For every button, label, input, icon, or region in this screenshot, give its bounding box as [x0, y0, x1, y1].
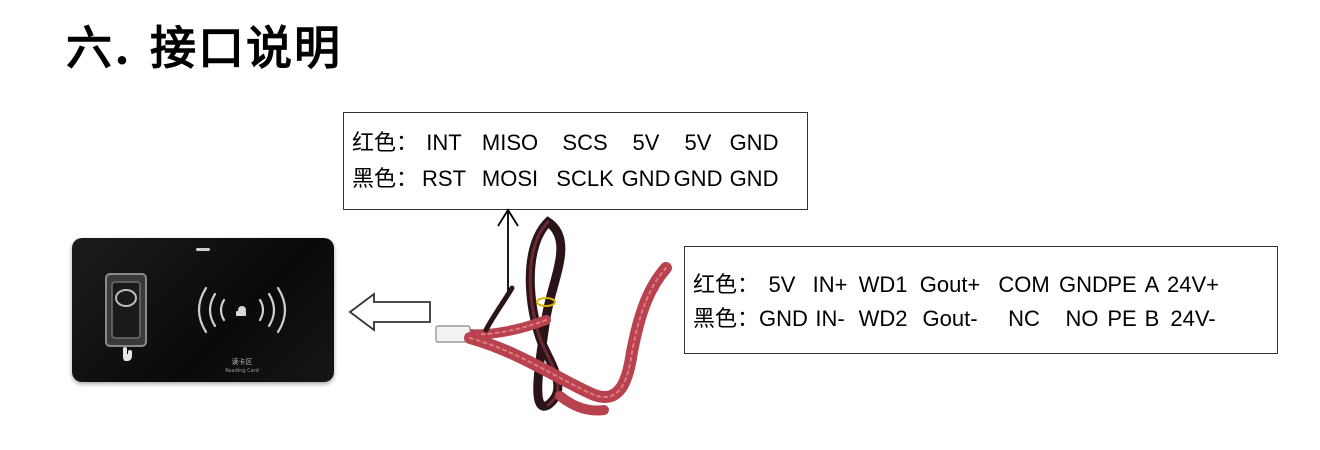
- pin-label: Gout-: [922, 306, 978, 331]
- card-area-label: 读卡区: [232, 357, 253, 366]
- pin-label: SCLK: [556, 166, 614, 191]
- nfc-waves-icon: [197, 286, 287, 334]
- right-black-pins: GND IN- WD2 Gout- NC NO PE B 24V-: [759, 306, 1221, 332]
- pin-label: WD2: [858, 306, 908, 331]
- pin-label: GND: [1059, 272, 1108, 297]
- pin-label: GND: [729, 130, 779, 155]
- finger-touch-icon: [123, 347, 132, 361]
- pin-label: PE: [1107, 272, 1137, 297]
- pin-label: MOSI: [481, 166, 539, 191]
- top-black-label: 黑色：: [352, 166, 419, 191]
- pin-label: MISO: [481, 130, 539, 155]
- card-symbol-base: [236, 311, 246, 316]
- cable-loop: [525, 216, 566, 411]
- cable-tie-icon: [536, 297, 556, 307]
- pin-label: PE: [1107, 306, 1137, 331]
- pin-label: NC: [1008, 306, 1040, 331]
- pin-label: SCS: [562, 130, 608, 155]
- top-red-row: 红色： INT MISO SCS 5V 5V GND: [352, 125, 807, 161]
- pin-label: GND: [621, 166, 671, 191]
- pin-label: A: [1144, 272, 1160, 297]
- pin-label: GND: [673, 166, 723, 191]
- right-red-label: 红色：: [693, 272, 760, 297]
- fingerprint-sensor-window: [111, 281, 141, 339]
- section-title: 六. 接口说明: [66, 21, 343, 75]
- pin-label: COM: [998, 272, 1050, 297]
- ribbon-cable-right: [464, 262, 672, 416]
- indicator-led-icon: [196, 248, 210, 251]
- top-red-label: 红色：: [352, 130, 419, 155]
- pin-label: 24V-: [1170, 306, 1216, 331]
- reader-device-image: 读卡区 Reading Card: [72, 238, 334, 382]
- pin-label: 5V: [684, 130, 712, 155]
- top-red-pins: INT MISO SCS 5V 5V GND: [418, 130, 784, 156]
- pin-label: 5V: [632, 130, 660, 155]
- pin-label: IN-: [815, 306, 845, 331]
- card-area-sublabel: Reading Card: [225, 368, 259, 374]
- pin-label: Gout+: [919, 272, 981, 297]
- pin-label: 5V: [768, 272, 796, 297]
- pin-label: GND: [729, 166, 779, 191]
- pin-label: RST: [422, 166, 467, 191]
- pin-label: WD1: [858, 272, 908, 297]
- pin-label: NO: [1065, 306, 1099, 331]
- pin-label: 24V+: [1167, 272, 1220, 297]
- cable-loop-highlight: [528, 220, 560, 407]
- fingerprint-sensor-ring: [115, 289, 137, 307]
- up-arrow-icon: [497, 208, 519, 227]
- pin-label: INT: [426, 130, 462, 155]
- pin-label: IN+: [812, 272, 848, 297]
- top-connector-pinout-box: 红色： INT MISO SCS 5V 5V GND 黑色： RST MOSI SCLK GND…: [343, 112, 808, 210]
- right-black-row: 黑色： GND IN- WD2 Gout- NC NO PE B 24V-: [693, 301, 1277, 335]
- pin-label: B: [1144, 306, 1160, 331]
- pin-label: GND: [759, 306, 808, 331]
- right-black-label: 黑色：: [693, 306, 760, 331]
- reader-device-graphic: 读卡区 Reading Card: [105, 248, 287, 374]
- left-arrow-icon: [348, 292, 431, 332]
